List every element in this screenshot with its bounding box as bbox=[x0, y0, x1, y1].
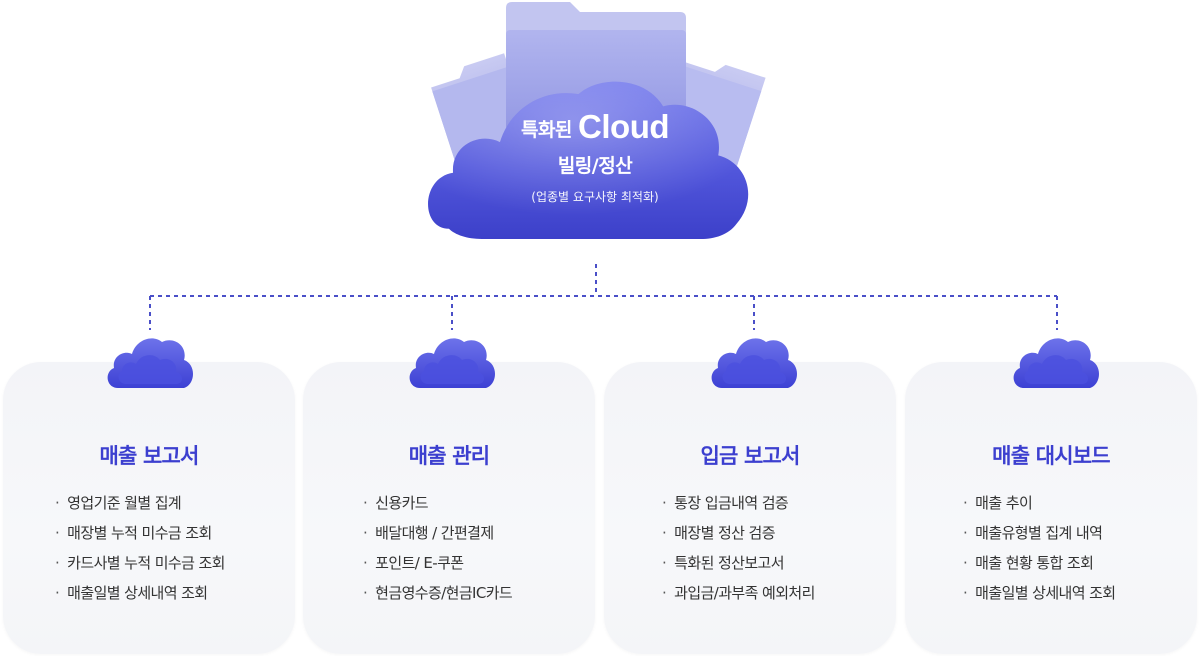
list-item: 통장 입금내역 검증 bbox=[662, 488, 815, 518]
list-item: 매출 추이 bbox=[963, 488, 1116, 518]
list-item: 신용카드 bbox=[363, 488, 512, 518]
list-item: 매장별 누적 미수금 조회 bbox=[55, 518, 225, 548]
cloud-folder-illustration bbox=[428, 2, 766, 239]
list-item: 과입금/과부족 예외처리 bbox=[662, 578, 815, 608]
list-item: 영업기준 월별 집계 bbox=[55, 488, 225, 518]
list-item: 매장별 정산 검증 bbox=[662, 518, 815, 548]
card-title: 매출 대시보드 bbox=[992, 444, 1110, 468]
card-title: 매출 관리 bbox=[408, 444, 490, 468]
card-title: 매출 보고서 bbox=[99, 444, 199, 468]
cloud-icon bbox=[409, 338, 495, 388]
card-feature-list: 신용카드 배달대행 / 간편결제 포인트/ E-쿠폰 현금영수증/현금IC카드 bbox=[363, 488, 513, 608]
list-item: 현금영수증/현금IC카드 bbox=[363, 578, 513, 608]
list-item: 카드사별 누적 미수금 조회 bbox=[55, 548, 225, 578]
list-item: 매출일별 상세내역 조회 bbox=[963, 578, 1116, 608]
list-item: 매출 현황 통합 조회 bbox=[963, 548, 1116, 578]
list-item: 매출일별 상세내역 조회 bbox=[55, 578, 225, 608]
card-deposit-report: 입금 보고서 통장 입금내역 검증 매장별 정산 검증 특화된 정산보고서 과입… bbox=[604, 362, 896, 654]
list-item: 포인트/ E-쿠폰 bbox=[363, 548, 512, 578]
hero-cloud: 특화된 Cloud 빌링/정산 (업종별 요구사항 최적화) bbox=[410, 0, 780, 255]
card-sales-management: 매출 관리 신용카드 배달대행 / 간편결제 포인트/ E-쿠폰 현금영수증/현… bbox=[303, 362, 595, 654]
cloud-icon bbox=[1013, 338, 1099, 388]
cloud-icon bbox=[711, 338, 797, 388]
card-feature-list: 통장 입금내역 검증 매장별 정산 검증 특화된 정산보고서 과입금/과부족 예… bbox=[662, 488, 815, 608]
card-sales-report: 매출 보고서 영업기준 월별 집계 매장별 누적 미수금 조회 카드사별 누적 … bbox=[3, 362, 295, 654]
cloud-icon bbox=[107, 338, 193, 388]
hero-caption: (업종별 요구사항 최적화) bbox=[531, 190, 659, 204]
card-feature-list: 영업기준 월별 집계 매장별 누적 미수금 조회 카드사별 누적 미수금 조회 … bbox=[55, 488, 225, 608]
hero-text: 특화된 Cloud 빌링/정산 (업종별 요구사항 최적화) bbox=[410, 110, 780, 205]
hero-title: 특화된 Cloud bbox=[410, 110, 780, 147]
list-item: 특화된 정산보고서 bbox=[662, 548, 815, 578]
hero-subtitle: 빌링/정산 bbox=[557, 155, 633, 177]
card-sales-dashboard: 매출 대시보드 매출 추이 매출유형별 집계 내역 매출 현황 통합 조회 매출… bbox=[905, 362, 1197, 654]
card-feature-list: 매출 추이 매출유형별 집계 내역 매출 현황 통합 조회 매출일별 상세내역 … bbox=[963, 488, 1116, 608]
list-item: 배달대행 / 간편결제 bbox=[363, 518, 512, 548]
list-item: 매출유형별 집계 내역 bbox=[963, 518, 1116, 548]
hero-cloud-word: Cloud bbox=[578, 108, 670, 145]
connector-lines bbox=[149, 264, 1058, 330]
hero-prefix: 특화된 bbox=[520, 119, 572, 141]
card-title: 입금 보고서 bbox=[700, 444, 800, 468]
